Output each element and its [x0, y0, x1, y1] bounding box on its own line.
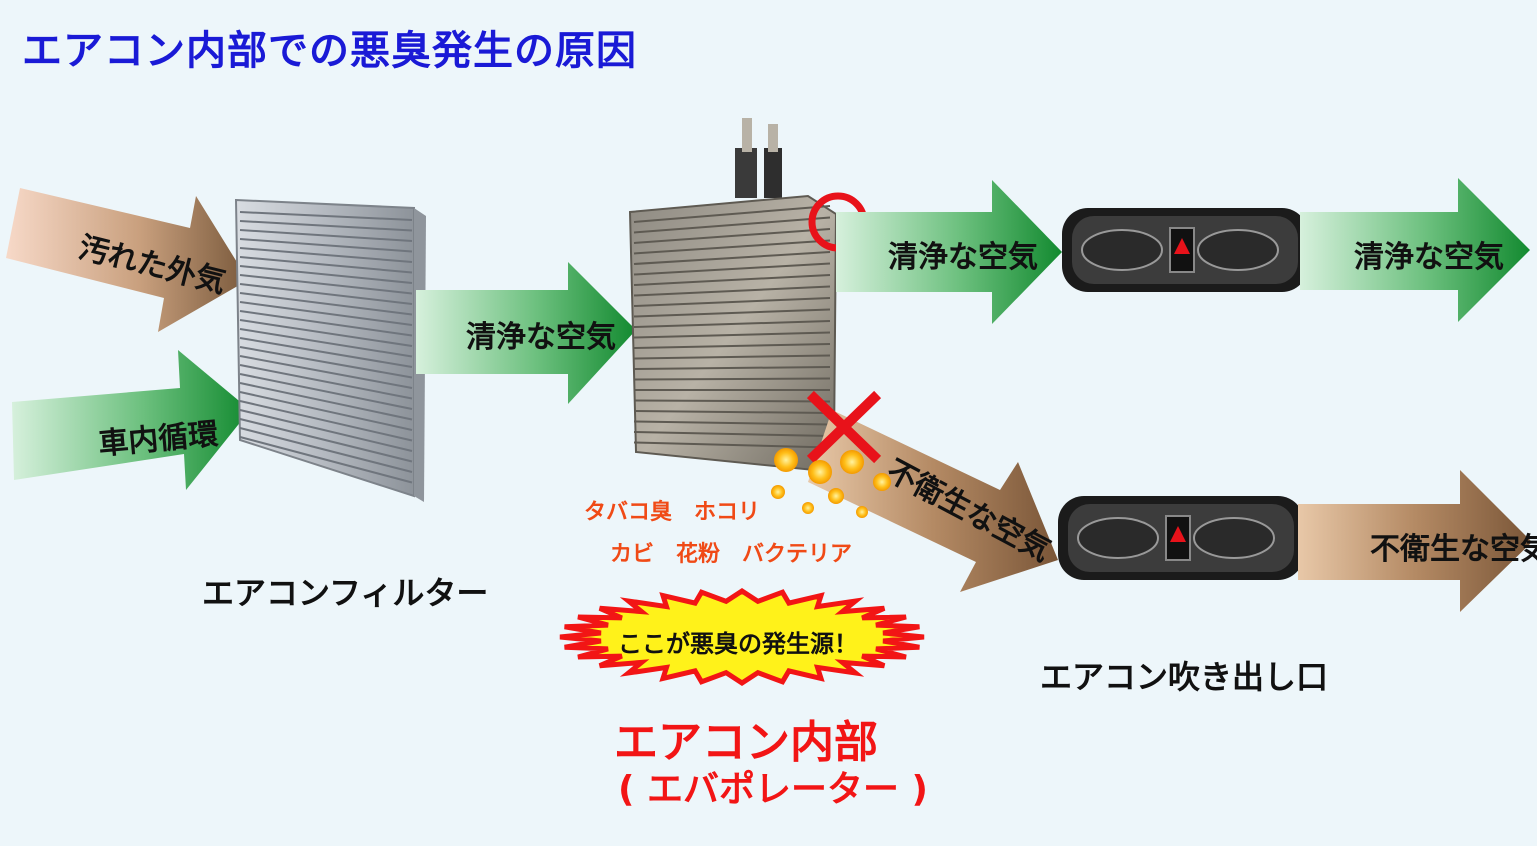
recirculation-arrow [12, 350, 250, 490]
clean-air-label-1: 清浄な空気 [466, 320, 616, 355]
vent-caption: エアコン吹き出し口 [1040, 658, 1329, 696]
filter-pleat [239, 265, 413, 284]
contaminant-particles [771, 448, 891, 518]
evaporator-fin [633, 274, 831, 286]
vent-lower-image [1058, 496, 1304, 580]
pollutants-line-2: カビ 花粉 バクテリア [610, 542, 853, 567]
contaminant-particle [808, 460, 832, 484]
filter-pleat [239, 229, 413, 242]
evaporator-fin [633, 320, 831, 328]
evaporator-fin [633, 420, 831, 426]
evaporator-fin [633, 399, 831, 403]
filter-pleat [239, 256, 413, 274]
evaporator-fin [633, 216, 831, 234]
unhygienic-air-label-2: 不衛生な空気 [1370, 532, 1537, 567]
evaporator-fin [633, 377, 831, 381]
filter-pleat [239, 418, 413, 463]
evaporator-fin [633, 354, 831, 360]
evaporator-fin [633, 366, 831, 370]
contaminant-particle [771, 485, 785, 499]
unhygienic-air-arrow-2 [1298, 470, 1532, 612]
contaminant-particle [840, 450, 864, 474]
ng-cross-icon [806, 390, 882, 464]
filter-pleat [239, 319, 413, 347]
filter-caption: エアコンフィルター [202, 574, 489, 612]
evaporator-fin [633, 205, 831, 223]
filter-pleat [239, 436, 413, 484]
evaporator-fin [633, 441, 831, 449]
filter-pleat [239, 409, 413, 452]
filter-pleat [239, 391, 413, 431]
filter-pleat [239, 247, 413, 263]
clean-air-arrow-2 [836, 180, 1062, 324]
clean-air-label-3: 清浄な空気 [1354, 240, 1504, 275]
filter-pleat [239, 382, 413, 421]
filter-pleat [239, 310, 413, 337]
evaporator-subcaption: ( エバポレーター ) [618, 769, 928, 810]
filter-pleat [239, 292, 413, 316]
evaporator-fin [633, 431, 831, 437]
clean-air-arrow-3 [1300, 178, 1530, 322]
source-badge-burst [559, 588, 925, 686]
evaporator-fin [633, 228, 831, 244]
evaporator-caption: エアコン内部 [614, 717, 878, 768]
evaporator-image [628, 118, 838, 472]
filter-pleat [239, 211, 413, 221]
contaminant-particle [774, 448, 798, 472]
filter-pleat [239, 301, 413, 326]
air-filter-image [234, 198, 426, 502]
evaporator-fin [633, 285, 831, 297]
pollutants-line-1: タバコ臭 ホコリ [584, 500, 761, 525]
filter-pleat [239, 274, 413, 295]
evaporator-fin [633, 262, 831, 276]
evaporator-fin [633, 239, 831, 255]
clean-air-label-2: 清浄な空気 [888, 240, 1038, 275]
filter-pleat [239, 283, 413, 305]
source-badge-text: ここが悪臭の発生源！ [618, 630, 858, 658]
filter-pleat [239, 346, 413, 379]
filter-pleat [239, 355, 413, 389]
filter-pleat [239, 238, 413, 253]
evaporator-fin [633, 331, 831, 339]
evaporator-fin [633, 308, 831, 318]
filter-pleat [239, 328, 413, 358]
filter-pleat [239, 427, 413, 473]
filter-pleat [239, 400, 413, 442]
contaminant-particle [873, 473, 891, 491]
vent-upper-image [1062, 208, 1308, 292]
dirty-air-arrow [6, 188, 248, 332]
clean-air-arrow-1 [416, 262, 636, 404]
contaminant-particle [856, 506, 868, 518]
evaporator-fin [633, 343, 831, 349]
filter-pleat [239, 373, 413, 410]
evaporator-fin [633, 410, 831, 414]
contaminant-particle [802, 502, 814, 514]
page-title: エアコン内部での悪臭発生の原因 [22, 28, 637, 74]
evaporator-fin [633, 297, 831, 307]
filter-pleat [239, 364, 413, 400]
filter-pleat [239, 220, 413, 232]
filter-pleat [239, 337, 413, 368]
evaporator-fin [633, 251, 831, 265]
contaminant-particle [828, 488, 844, 504]
